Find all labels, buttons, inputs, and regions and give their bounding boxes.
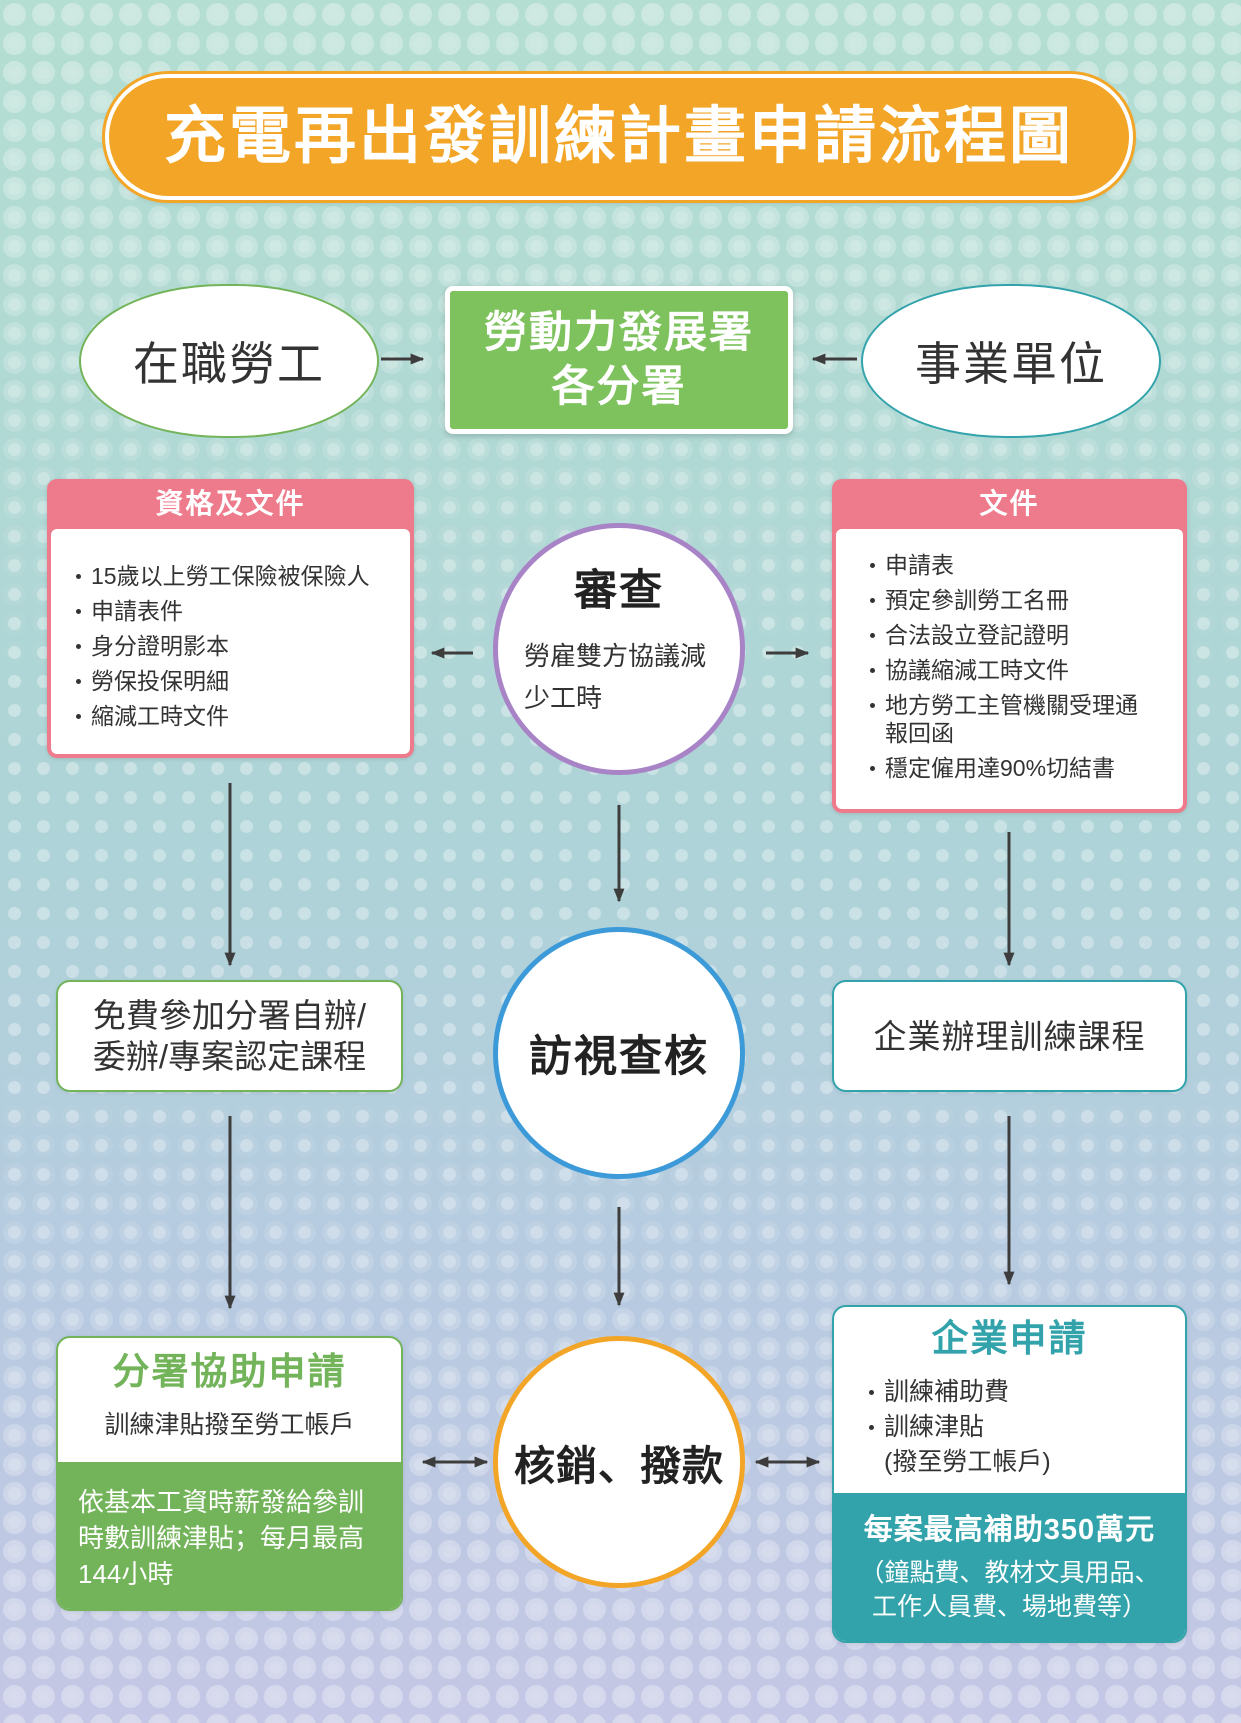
- list-item: 合法設立登記證明: [870, 621, 1147, 649]
- worker-apply-top: 分署協助申請 訓練津貼撥至勞工帳戶: [58, 1338, 401, 1462]
- review-text-line: 勞雇雙方協議減: [524, 641, 707, 671]
- employer-docs-header: 文件: [979, 488, 1040, 519]
- worker-apply-note-line: 144小時: [78, 1559, 174, 1589]
- employer-apply-top: 企業申請 訓練補助費 訓練津貼 (撥至勞工帳戶): [834, 1307, 1185, 1493]
- cap-note-line: 工作人員費、場地費等）: [871, 1593, 1147, 1621]
- list-item: 穩定僱用達90%切結書: [870, 754, 1147, 782]
- settlement-node: 核銷、撥款: [493, 1336, 745, 1588]
- employer-apply-list: 訓練補助費 訓練津貼: [869, 1375, 1051, 1445]
- list-item: 15歲以上勞工保險被保險人: [76, 563, 370, 589]
- inspection-node: 訪視查核: [493, 927, 745, 1179]
- list-item: 縮減工時文件: [76, 702, 370, 730]
- employer-apply-items-note: (撥至勞工帳戶): [884, 1448, 1051, 1476]
- review-title: 審查: [574, 567, 664, 615]
- worker-docs-body: 15歲以上勞工保險被保險人 申請表件 身分證明影本 勞保投保明細 縮減工時文件: [51, 529, 410, 754]
- branch-office-line1: 勞動力發展署: [484, 309, 754, 357]
- list-item: 申請表件: [76, 597, 370, 625]
- list-item: 訓練補助費: [869, 1375, 1051, 1410]
- worker-course-line: 委辦/專案認定課程: [92, 1038, 367, 1075]
- list-item: 訓練津貼: [869, 1410, 1051, 1445]
- worker-apply-note: 依基本工資時薪發給參訓 時數訓練津貼；每月最高 144小時: [58, 1462, 401, 1609]
- list-item: 協議縮減工時文件: [870, 656, 1147, 684]
- list-item: 身分證明影本: [76, 632, 370, 660]
- employer-node: 事業單位: [861, 284, 1161, 438]
- employer-apply-card: 企業申請 訓練補助費 訓練津貼 (撥至勞工帳戶) 每案最高補助350萬元 （鐘點…: [832, 1305, 1187, 1643]
- worker-course-node: 免費參加分署自辦/ 委辦/專案認定課程: [56, 980, 403, 1092]
- employer-docs-body: 申請表 預定參訓勞工名冊 合法設立登記證明 協議縮減工時文件 地方勞工主管機關受…: [836, 529, 1183, 809]
- page-title: 充電再出發訓練計畫申請流程圖: [163, 102, 1074, 171]
- inspection-label: 訪視查核: [529, 1033, 709, 1081]
- list-item: 勞保投保明細: [76, 667, 370, 695]
- employer-docs-list: 申請表 預定參訓勞工名冊 合法設立登記證明 協議縮減工時文件 地方勞工主管機關受…: [870, 551, 1147, 789]
- review-description: 勞雇雙方協議減 少工時: [524, 635, 714, 719]
- employer-apply-cap: 每案最高補助350萬元 （鐘點費、教材文具用品、 工作人員費、場地費等）: [834, 1493, 1185, 1641]
- employer-apply-title: 企業申請: [931, 1318, 1088, 1359]
- employer-course-label: 企業辦理訓練課程: [873, 1017, 1146, 1055]
- employer-apply-items: 訓練補助費 訓練津貼 (撥至勞工帳戶): [869, 1375, 1051, 1480]
- employer-course-node: 企業辦理訓練課程: [832, 980, 1187, 1092]
- branch-office-line2: 各分署: [551, 363, 687, 411]
- settlement-label: 核銷、撥款: [514, 1443, 724, 1489]
- worker-docs-card: 資格及文件 15歲以上勞工保險被保險人 申請表件 身分證明影本 勞保投保明細 縮…: [47, 479, 414, 758]
- list-item: 地方勞工主管機關受理通報回函: [870, 691, 1147, 747]
- employer-apply-cap-note: （鐘點費、教材文具用品、 工作人員費、場地費等）: [834, 1556, 1185, 1624]
- worker-apply-note-line: 依基本工資時薪發給參訓: [78, 1487, 365, 1517]
- employer-apply-cap-title: 每案最高補助350萬元: [863, 1514, 1156, 1546]
- worker-apply-subtitle: 訓練津貼撥至勞工帳戶: [104, 1411, 355, 1439]
- worker-node: 在職勞工: [79, 284, 379, 438]
- list-item: 預定參訓勞工名冊: [870, 586, 1147, 614]
- employer-docs-card: 文件 申請表 預定參訓勞工名冊 合法設立登記證明 協議縮減工時文件 地方勞工主管…: [832, 479, 1187, 813]
- review-text-line: 少工時: [524, 683, 603, 713]
- worker-apply-note-line: 時數訓練津貼；每月最高: [78, 1523, 365, 1553]
- title-banner: 充電再出發訓練計畫申請流程圖: [105, 74, 1133, 200]
- worker-docs-list: 15歲以上勞工保險被保險人 申請表件 身分證明影本 勞保投保明細 縮減工時文件: [76, 562, 370, 737]
- worker-apply-title: 分署協助申請: [112, 1351, 347, 1392]
- worker-apply-card: 分署協助申請 訓練津貼撥至勞工帳戶 依基本工資時薪發給參訓 時數訓練津貼；每月最…: [56, 1336, 403, 1611]
- worker-course-line: 免費參加分署自辦/: [92, 997, 367, 1034]
- review-node: 審查 勞雇雙方協議減 少工時: [493, 523, 745, 775]
- worker-docs-header: 資格及文件: [155, 488, 306, 519]
- branch-office-node: 勞動力發展署 各分署: [445, 286, 793, 434]
- cap-note-line: （鐘點費、教材文具用品、: [859, 1559, 1160, 1587]
- list-item: 申請表: [870, 551, 1147, 579]
